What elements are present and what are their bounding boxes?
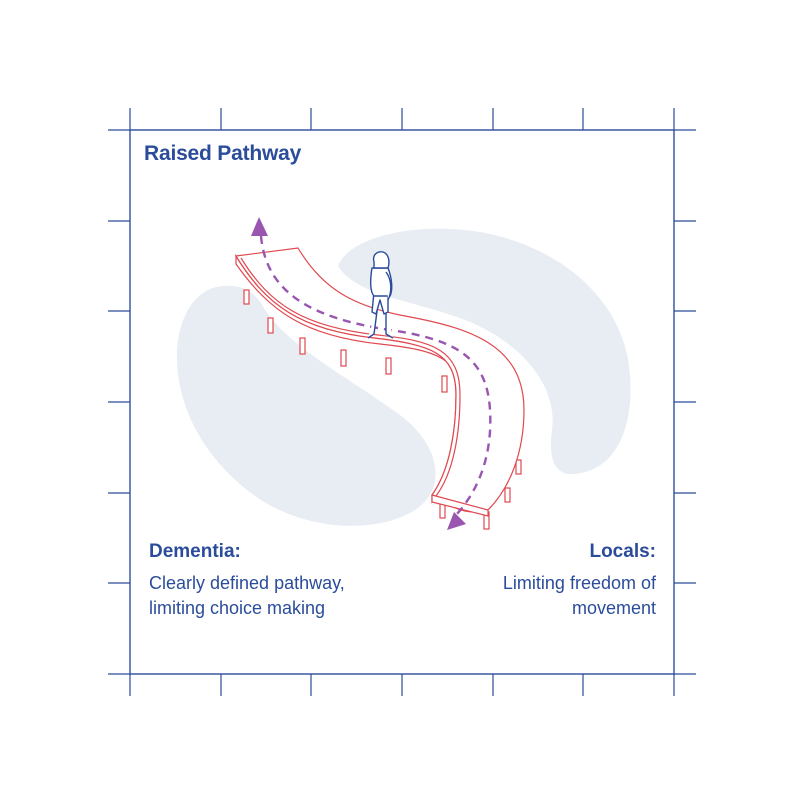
dementia-line: limiting choice making <box>149 598 326 618</box>
post <box>441 375 448 393</box>
post <box>299 337 306 355</box>
walking-person-icon <box>367 251 394 339</box>
locals-heading: Locals: <box>589 541 656 562</box>
route-line <box>259 235 492 517</box>
walking-route <box>251 217 492 530</box>
post <box>340 349 347 367</box>
post <box>515 459 522 475</box>
dementia-heading: Dementia: <box>149 541 241 562</box>
post <box>385 357 392 375</box>
post <box>243 289 250 305</box>
person-head <box>372 251 390 269</box>
dementia-description: Clearly defined pathway, limiting choice… <box>149 571 345 621</box>
arrow-down-icon <box>447 512 466 530</box>
frame-grid <box>108 108 696 696</box>
post <box>504 487 511 503</box>
locals-line: movement <box>571 598 656 618</box>
left-background-blob <box>176 285 436 526</box>
deck-inner-edge <box>240 257 461 497</box>
dementia-line: Clearly defined pathway, <box>149 573 345 593</box>
person-arm <box>385 271 392 301</box>
deck-surface <box>235 247 525 513</box>
locals-line: Limiting freedom of <box>502 573 656 593</box>
post <box>267 317 274 334</box>
page-title: Raised Pathway <box>144 142 302 165</box>
arrow-up-icon <box>251 217 268 236</box>
locals-description: Limiting freedom of movement <box>503 571 656 621</box>
right-background-blob <box>338 228 631 475</box>
deck-end <box>431 494 489 517</box>
